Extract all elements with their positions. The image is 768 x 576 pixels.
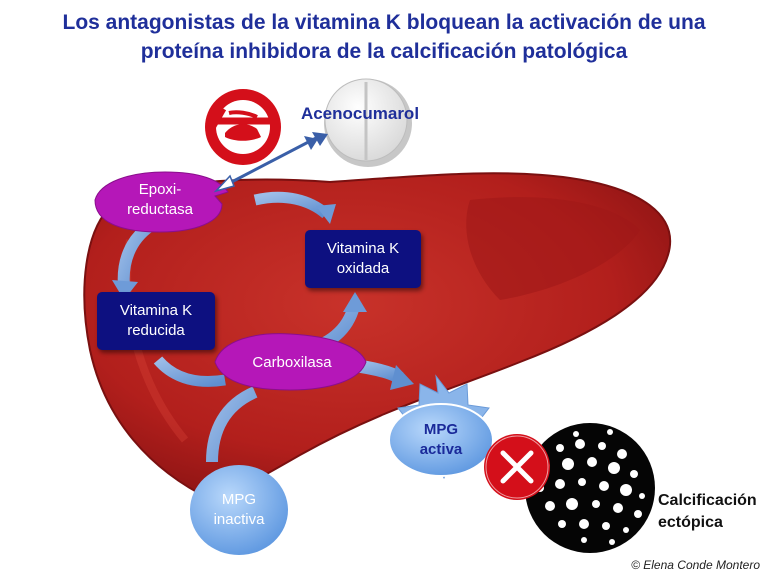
dart-arrow-icon bbox=[213, 132, 328, 193]
mpg-active-label: MPG activa bbox=[401, 420, 481, 460]
epoxide-reductase-line-1: Epoxi- bbox=[138, 181, 182, 198]
calcium-deposit-dot bbox=[620, 484, 632, 496]
vitamin-k-oxidized-box: Vitamina K oxidada bbox=[305, 230, 421, 288]
calcium-deposit-dot bbox=[602, 522, 610, 530]
calcium-deposit-dot bbox=[599, 481, 609, 491]
block-x-icon bbox=[484, 434, 550, 500]
calcification-line-2: ectópica bbox=[658, 514, 723, 531]
calcium-deposit-dot bbox=[623, 527, 629, 533]
mpg-inactive-line-2: inactiva bbox=[213, 511, 265, 528]
mpg-active-line-1: MPG bbox=[423, 421, 459, 438]
calcium-deposit-dot bbox=[630, 470, 638, 478]
calcium-deposit-dot bbox=[609, 539, 615, 545]
arrow-inactive-to-carboxylase bbox=[206, 386, 258, 463]
cycle-arrow-to-epoxide bbox=[253, 191, 336, 224]
calcium-deposit-dot bbox=[613, 503, 623, 513]
calcium-deposit-dot bbox=[581, 537, 587, 543]
calcium-deposit-dot bbox=[617, 449, 627, 459]
calcium-deposit-dot bbox=[556, 444, 564, 452]
mpg-active-starburst bbox=[388, 374, 494, 480]
title-line-2: proteína inhibidora de la calcificación … bbox=[140, 40, 628, 63]
calcium-deposit-dot bbox=[592, 500, 600, 508]
calcium-deposit-dot bbox=[608, 462, 620, 474]
drug-name-label: Acenocumarol bbox=[300, 104, 420, 123]
calcium-deposit-dot bbox=[639, 493, 645, 499]
calcification-line-1: Calcificación bbox=[658, 492, 757, 509]
calcium-deposit-dot bbox=[579, 519, 589, 529]
epoxide-reductase-line-2: reductasa bbox=[127, 201, 193, 218]
liver-shape bbox=[83, 172, 671, 502]
page-title: Los antagonistas de la vitamina K bloque… bbox=[0, 8, 768, 66]
epoxide-reductase-label: Epoxi- reductasa bbox=[110, 180, 210, 220]
cycle-arrow-reduced-to-carboxylase bbox=[153, 356, 226, 387]
handshake-prohibited-icon bbox=[205, 89, 281, 165]
calcification-deposits-icon bbox=[525, 423, 655, 553]
calcium-deposit-dot bbox=[573, 431, 579, 437]
vitamin-k-oxidized-line-2: oxidada bbox=[336, 260, 390, 277]
calcium-deposit-dot bbox=[545, 501, 555, 511]
mpg-inactive-line-1: MPG bbox=[221, 491, 257, 508]
epoxide-reductase-shape bbox=[94, 171, 229, 233]
calcium-deposit-dot bbox=[562, 458, 574, 470]
carboxylase-shape bbox=[214, 333, 367, 391]
carboxylase-label: Carboxilasa bbox=[252, 354, 332, 371]
calcium-deposit-dot bbox=[634, 510, 642, 518]
calcium-deposit-dot bbox=[587, 457, 597, 467]
calcification-label: Calcificación ectópica bbox=[658, 490, 766, 534]
vitamin-k-reduced-line-1: Vitamina K bbox=[119, 302, 193, 319]
calcium-deposit-dot bbox=[555, 479, 565, 489]
vitamin-k-oxidized-line-1: Vitamina K bbox=[326, 240, 400, 257]
mpg-inactive-label: MPG inactiva bbox=[194, 490, 284, 530]
vitamin-k-reduced-line-2: reducida bbox=[127, 322, 185, 339]
calcium-deposit-dot bbox=[578, 478, 586, 486]
mpg-inactive-ellipse bbox=[190, 465, 288, 555]
pill-icon bbox=[324, 78, 412, 167]
calcium-deposit-dot bbox=[566, 498, 578, 510]
title-line-1: Los antagonistas de la vitamina K bloque… bbox=[62, 11, 706, 34]
calcium-deposit-dot bbox=[575, 439, 585, 449]
copyright-credit: © Elena Conde Montero bbox=[631, 558, 760, 572]
calcium-deposit-dot bbox=[607, 429, 613, 435]
calcium-deposit-dot bbox=[558, 520, 566, 528]
vitamin-k-reduced-box: Vitamina K reducida bbox=[97, 292, 215, 350]
calcium-deposit-dot bbox=[598, 442, 606, 450]
mpg-active-line-2: activa bbox=[419, 441, 463, 458]
